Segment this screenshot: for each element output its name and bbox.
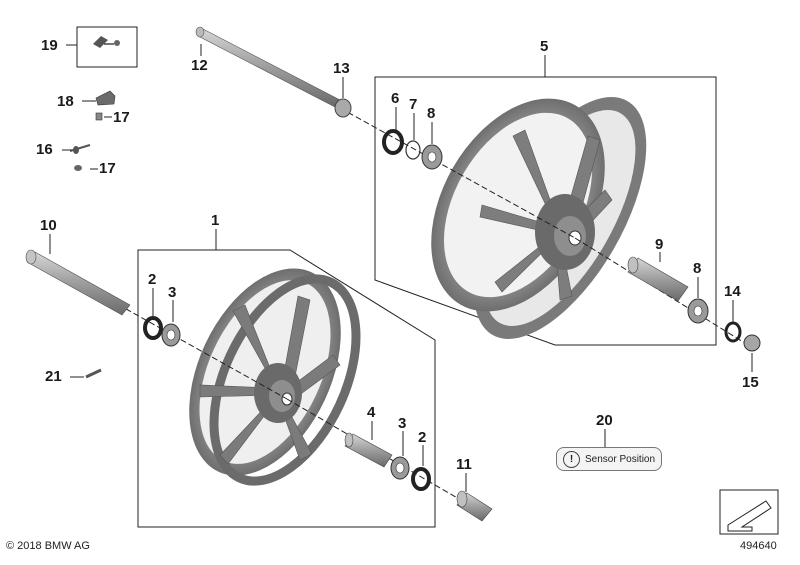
callout-6: 6 [391,90,400,107]
callout-3: 3 [168,284,177,301]
valve-box [76,26,138,68]
callout-20: 20 [596,412,613,429]
rear-spacer-15 [743,334,761,352]
callout-3b: 3 [398,415,407,432]
callout-19: 19 [41,37,58,54]
callout-7: 7 [409,96,418,113]
valve-19 [93,36,120,48]
callout-13: 13 [333,60,350,77]
leader-lines [49,44,753,492]
callout-8b: 8 [693,260,702,277]
rear-wheel [431,97,647,339]
sensor-position-label: Sensor Position [585,453,656,465]
dash-17a: – [104,111,111,123]
callout-4: 4 [367,404,376,421]
rear-sleeve-9 [627,256,689,302]
washer-17b [74,165,82,171]
sensor-position-note: ! Sensor Position [556,447,662,471]
rear-seal-14 [724,321,742,343]
front-seal-2 [143,316,163,340]
valve-16 [69,144,91,154]
rear-spacer-13 [334,98,352,118]
washer-17a [95,112,103,121]
callout-21: 21 [45,368,62,385]
front-axle [25,249,131,316]
front-wheel-frame [137,249,436,528]
callout-1: 1 [211,212,220,229]
sensor-18 [95,90,116,106]
rear-axle [195,26,341,108]
callout-5: 5 [540,38,549,55]
callout-10: 10 [40,217,57,234]
rear-seal-6 [382,129,404,155]
view-arrow-icon [719,489,779,535]
callout-18: 18 [57,93,74,110]
callout-8: 8 [427,105,436,122]
front-seal-2b [411,467,431,491]
pin-21 [85,368,102,379]
callout-12: 12 [191,57,208,74]
info-icon: ! [563,450,580,468]
rear-wheel-frame [374,76,717,346]
callout-14: 14 [724,283,741,300]
callout-17b: 17 [99,160,116,177]
callout-2b: 2 [418,429,427,446]
callout-9: 9 [655,236,664,253]
callout-11: 11 [456,456,472,473]
rear-circlip-7 [405,140,421,160]
callout-17a: 17 [113,109,130,126]
front-sleeve-4 [344,432,393,468]
callout-15: 15 [742,374,759,391]
copyright: © 2018 BMW AG [6,540,90,552]
callout-2: 2 [148,271,157,288]
front-spacer-11 [456,490,493,522]
diagram-number: 494640 [740,540,777,552]
front-wheel [189,268,361,486]
callout-16: 16 [36,141,53,158]
